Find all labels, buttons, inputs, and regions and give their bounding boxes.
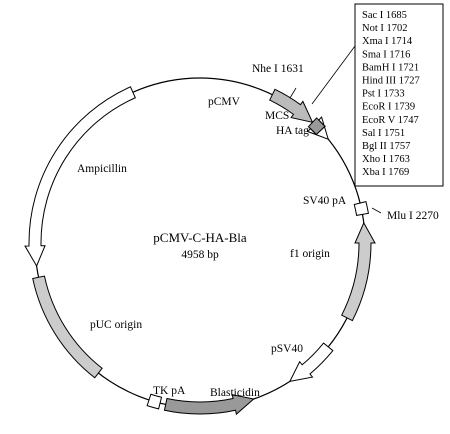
sv40pa-label: SV40 pA (303, 195, 347, 207)
mlu-site-label: Mlu I 2270 (387, 210, 439, 222)
ampicillin-arrow (24, 86, 136, 268)
mcs-site-box (354, 3, 444, 187)
f1-origin-label: f1 origin (290, 248, 330, 260)
puc-origin-label: pUC origin (90, 319, 142, 331)
mcs-label: MCS (265, 110, 289, 122)
mcs-site-item: Xho I 1763 (362, 154, 410, 165)
mcs-site-item: Xma I 1714 (362, 36, 413, 47)
ha-tag-arrow (306, 116, 330, 140)
pcmv-label: pCMV (208, 96, 241, 108)
nhe-site-label: Nhe I 1631 (252, 63, 304, 75)
puc-origin-box (32, 275, 103, 379)
plasmid-size: 4958 bp (181, 249, 219, 261)
blasticidin-label: Blasticidin (210, 387, 260, 399)
mcs-site-item: Hind III 1727 (362, 76, 420, 87)
mcs-site-item: Bgl II 1757 (362, 141, 410, 152)
mcs-site-item: BamH I 1721 (362, 62, 419, 73)
mcs-site-item: Pst I 1733 (362, 89, 405, 100)
f1-origin-arrow (340, 221, 376, 322)
sv40pa-box (353, 201, 369, 216)
mcs-site-item: Sal I 1751 (362, 128, 405, 139)
features-layer (24, 86, 376, 416)
tkpa-box (146, 393, 163, 410)
tkpa-label: TK pA (153, 385, 186, 397)
ha-tag-label: HA tag (276, 125, 309, 137)
plasmid-name: pCMV-C-HA-Bla (153, 230, 247, 245)
mcs-site-item: Not I 1702 (362, 23, 408, 34)
ampicillin-label: Ampicillin (77, 163, 127, 175)
nhe-leader (289, 87, 297, 99)
mcs-site-item: Sac I 1685 (362, 10, 407, 21)
pcmv-arrow (269, 88, 314, 124)
mlu-leader (371, 207, 382, 214)
mcs-site-item: EcoR I 1739 (362, 102, 415, 113)
mcs-site-item: EcoR V 1747 (362, 115, 419, 126)
mcs-site-item: Xba I 1769 (362, 167, 409, 178)
mcs-leader (311, 45, 356, 105)
psv40-arrow (288, 342, 334, 383)
mcs-site-item: Sma I 1716 (362, 49, 410, 60)
psv40-label: pSV40 (271, 343, 303, 355)
blasticidin-arrow (163, 393, 255, 416)
